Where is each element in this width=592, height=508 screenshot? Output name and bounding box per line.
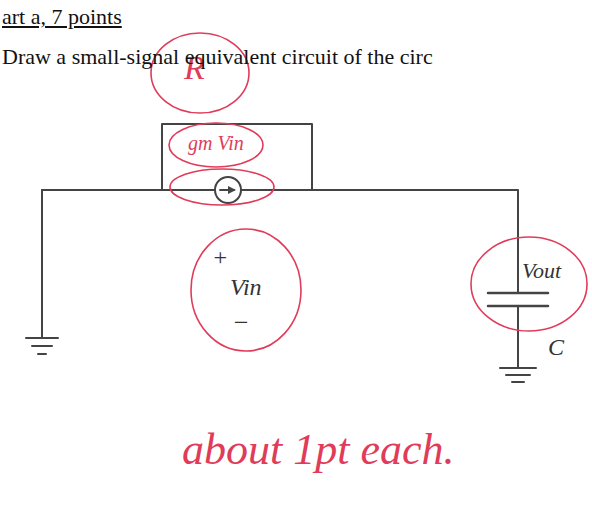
current-arrow (220, 189, 234, 191)
current-source-symbol (215, 177, 241, 203)
handwritten-text: − (232, 308, 250, 338)
wire (42, 189, 215, 191)
red-oval (470, 236, 588, 332)
wire (241, 190, 518, 293)
grading-circle (170, 169, 274, 205)
handwritten-text: Vin (230, 274, 262, 302)
capacitor-label: C (548, 334, 564, 362)
circled-annotation: gm Vin (168, 122, 264, 168)
handwritten-text: + (212, 244, 228, 272)
capacitor-symbol (488, 293, 548, 306)
handwritten-text: Vout (522, 258, 561, 283)
handwritten-text: gm Vin (188, 132, 244, 155)
part-heading: art a, 7 points (2, 4, 122, 29)
grader-note: about 1pt each. (182, 425, 455, 476)
ground-symbol (500, 306, 536, 382)
question-text: Draw a small-signal equivalent circuit o… (2, 44, 433, 69)
ground-symbol (26, 190, 58, 354)
circled-annotation: +Vin − (190, 228, 302, 352)
circled-annotation: Vout (470, 236, 588, 332)
